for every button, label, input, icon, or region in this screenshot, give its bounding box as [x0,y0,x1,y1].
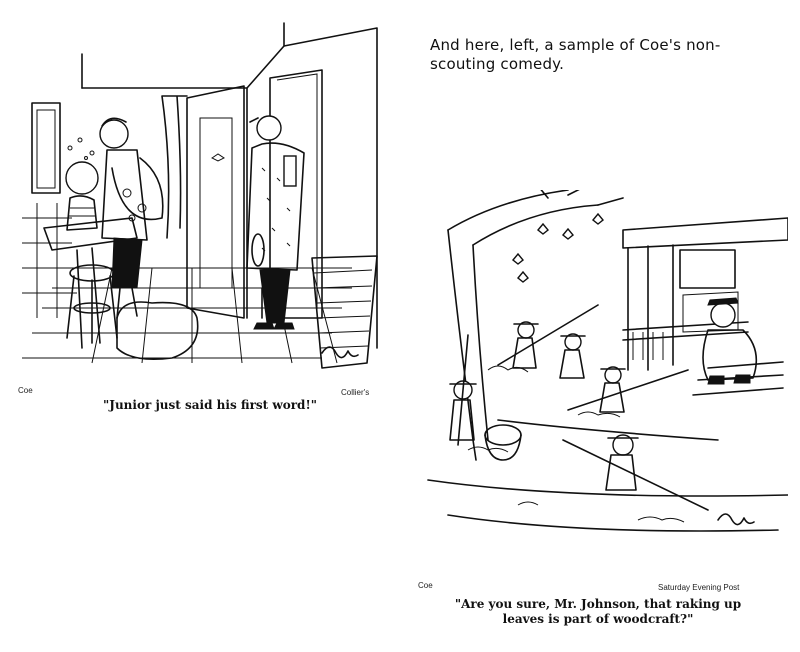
scout-figure [449,334,477,446]
left-cartoon-caption: "Junior just said his first word!" [103,398,317,412]
intro-text: And here, left, a sample of Coe's non-sc… [430,36,721,73]
right-artist-credit: Coe [418,581,433,590]
left-artist-credit: Coe [18,386,33,395]
left-publication-credit: Collier's [341,388,370,397]
right-cartoon-caption: "Are you sure, Mr. Johnson, that raking … [454,597,742,626]
scout-figure [559,333,586,379]
right-publication-credit: Saturday Evening Post [658,583,740,592]
scout-figure [567,366,689,413]
scout-figure [562,434,709,511]
scout-figure [497,304,599,369]
left-cartoon-illustration [22,22,378,369]
right-cartoon-illustration [427,190,788,532]
